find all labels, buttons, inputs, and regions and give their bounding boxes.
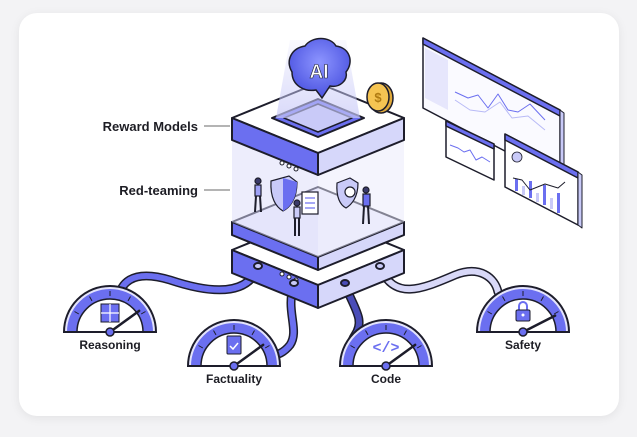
- red-teaming-label: Red-teaming: [119, 183, 198, 198]
- gauge-tick: [540, 296, 544, 302]
- gauge-needle: [232, 343, 265, 368]
- gauge-needle: [108, 309, 141, 334]
- lock-shackle: [518, 301, 528, 310]
- red-team-scene: [254, 175, 371, 236]
- gauge-label: Reasoning: [79, 338, 140, 352]
- gauge-reasoning: Reasoning: [62, 285, 158, 352]
- ai-label: AI: [310, 62, 329, 83]
- gauge-tick: [553, 311, 559, 315]
- gauge-factuality: Factuality: [186, 319, 282, 386]
- gauge-tick: [213, 330, 217, 336]
- svg-text:$: $: [374, 90, 382, 105]
- gauge-pivot: [105, 327, 115, 337]
- gauge-tick: [416, 345, 422, 349]
- analytics-window-small: [445, 120, 495, 181]
- analytics-window-bars: [504, 133, 583, 229]
- gauge-tick: [487, 311, 493, 315]
- gauge-code: </> Code: [338, 319, 434, 386]
- gauge-tick: [365, 330, 369, 336]
- gauge-tick: [350, 345, 356, 349]
- gauge-pivot: [229, 361, 239, 371]
- gauge-pivot: [518, 327, 528, 337]
- gauge-tick: [403, 330, 407, 336]
- dashboard-windows: [422, 37, 583, 229]
- gauge-tick: [89, 296, 93, 302]
- coin-icon: $: [366, 82, 394, 114]
- gauge-needle: [521, 314, 557, 334]
- gauge-safety: Safety: [475, 285, 571, 352]
- brain-icon: AI: [288, 37, 351, 100]
- gauge-tick: [251, 330, 255, 336]
- gauge-tick: [502, 296, 506, 302]
- gauge-tick: [74, 311, 80, 315]
- magnifier-icon: [344, 186, 356, 198]
- gauge-tick: [140, 311, 146, 315]
- gauge-tick: [198, 345, 204, 349]
- gauge-label: Safety: [505, 338, 541, 352]
- gauge-needle: [384, 343, 417, 368]
- code-icon: </>: [372, 340, 399, 357]
- gauge-label: Factuality: [206, 372, 262, 386]
- gauge-label: Code: [371, 372, 401, 386]
- gauge-pivot: [381, 361, 391, 371]
- gauge-tick: [127, 296, 131, 302]
- reward-models-label: Reward Models: [103, 119, 198, 134]
- gauge-tick: [264, 345, 270, 349]
- document-check-icon: [226, 335, 242, 355]
